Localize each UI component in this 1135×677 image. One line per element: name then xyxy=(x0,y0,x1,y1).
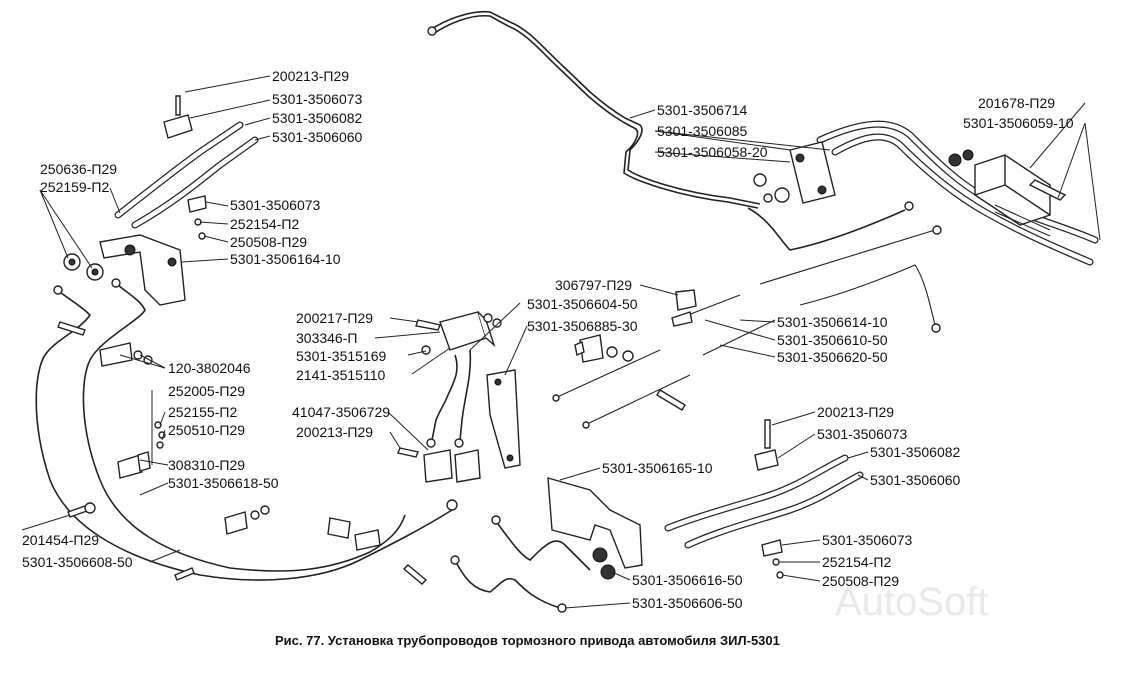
label-5301-3506073-d: 5301-3506073 xyxy=(822,532,913,548)
label-252159-p2: 252159-П2 xyxy=(40,179,109,195)
label-252154-p2-a: 252154-П2 xyxy=(230,216,299,232)
label-250510-p29: 250510-П29 xyxy=(168,422,245,438)
label-5301-3506060-b: 5301-3506060 xyxy=(870,472,961,488)
label-303346-p: 303346-П xyxy=(296,330,357,346)
label-201454-p29: 201454-П29 xyxy=(22,532,99,548)
label-5301-3506165-10: 5301-3506165-10 xyxy=(602,460,713,476)
label-308310-p29: 308310-П29 xyxy=(168,457,245,473)
label-5301-3506606-50: 5301-3506606-50 xyxy=(632,595,743,611)
label-5301-3506610-50: 5301-3506610-50 xyxy=(777,332,888,348)
drawing xyxy=(35,10,1099,613)
label-5301-3506618-50: 5301-3506618-50 xyxy=(168,475,279,491)
label-5301-3506885-30: 5301-3506885-30 xyxy=(527,318,638,334)
label-5301-3506082-a: 5301-3506082 xyxy=(272,110,363,126)
leader-lines xyxy=(21,75,1101,609)
label-5301-3506085: 5301-3506085 xyxy=(657,123,748,139)
label-250508-p29-a: 250508-П29 xyxy=(230,234,307,250)
label-5301-3506059-10: 5301-3506059-10 xyxy=(963,115,1074,131)
label-200213-p29-b: 200213-П29 xyxy=(296,424,373,440)
label-2141-3515110: 2141-3515110 xyxy=(296,367,385,383)
label-5301-3506073-b: 5301-3506073 xyxy=(230,197,321,213)
label-5301-3515169: 5301-3515169 xyxy=(296,348,387,364)
label-5301-3506614-10: 5301-3506614-10 xyxy=(777,314,888,330)
label-5301-3506608-50: 5301-3506608-50 xyxy=(22,554,133,570)
label-250508-p29-b: 250508-П29 xyxy=(822,573,899,589)
figure-caption: Рис. 77. Установка трубопроводов тормозн… xyxy=(275,633,780,648)
label-5301-3506073-a: 5301-3506073 xyxy=(272,91,363,107)
label-5301-3506060-a: 5301-3506060 xyxy=(272,129,363,145)
label-201678-p29: 201678-П29 xyxy=(978,95,1055,111)
label-252154-p2-b: 252154-П2 xyxy=(822,554,891,570)
label-120-3802046: 120-3802046 xyxy=(168,360,251,376)
label-5301-3506604-50: 5301-3506604-50 xyxy=(527,296,638,312)
label-5301-3506616-50: 5301-3506616-50 xyxy=(632,572,743,588)
label-250636-p29: 250636-П29 xyxy=(40,161,117,177)
label-252005-p29: 252005-П29 xyxy=(168,383,245,399)
label-5301-3506164-10: 5301-3506164-10 xyxy=(230,251,341,267)
label-252155-p2: 252155-П2 xyxy=(168,404,237,420)
part-labels: 200213-П29 5301-3506073 5301-3506082 530… xyxy=(22,68,1074,611)
label-5301-3506620-50: 5301-3506620-50 xyxy=(777,349,888,365)
label-200213-p29-a: 200213-П29 xyxy=(272,68,349,84)
label-200213-p29-c: 200213-П29 xyxy=(817,404,894,420)
watermark: AutoSoft xyxy=(835,580,988,624)
label-5301-3506058-20: 5301-3506058-20 xyxy=(657,144,768,160)
label-5301-3506082-b: 5301-3506082 xyxy=(870,444,961,460)
label-5301-3506073-c: 5301-3506073 xyxy=(817,426,908,442)
label-41047-3506729: 41047-3506729 xyxy=(292,404,390,420)
label-5301-3506714: 5301-3506714 xyxy=(657,102,748,118)
label-200217-p29: 200217-П29 xyxy=(296,310,373,326)
label-306797-p29: 306797-П29 xyxy=(555,277,632,293)
